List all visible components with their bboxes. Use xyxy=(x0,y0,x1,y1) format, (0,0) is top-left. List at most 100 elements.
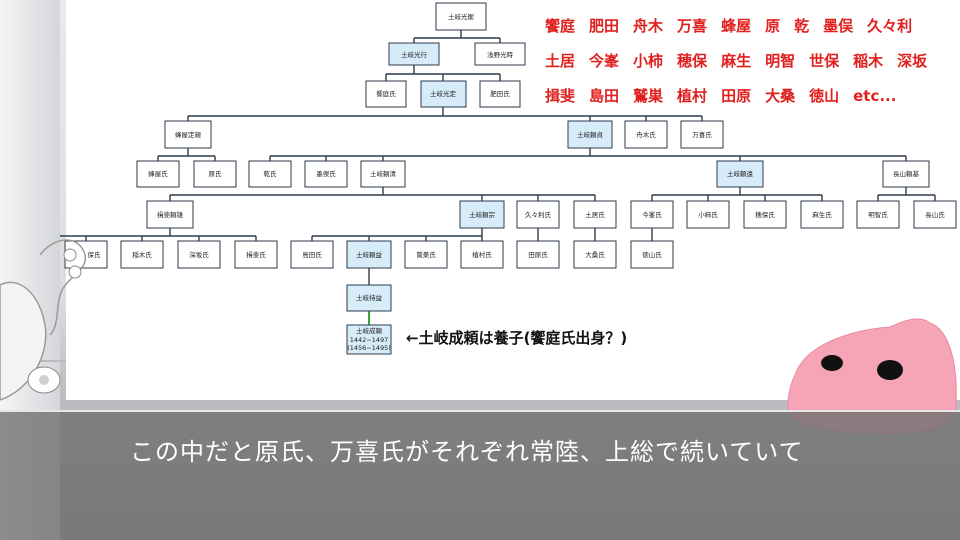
tree-node-label: 土岐頼遠 xyxy=(727,169,754,178)
clan-name: 原 xyxy=(765,17,781,35)
clan-name: 世保 xyxy=(809,52,840,70)
tree-node-label: 万喜氏 xyxy=(692,130,712,139)
tree-node: 土岐頼宗 xyxy=(459,200,505,229)
tree-node-label: 浅野光時 xyxy=(487,50,514,59)
tree-node-label: 保氏 xyxy=(88,250,102,259)
tree-node-label: 乾氏 xyxy=(264,169,278,178)
clan-row: 饗庭 肥田 舟木 万喜 蜂屋 原 乾 墨俣 久々利 xyxy=(545,8,955,43)
tree-node-label: 土岐持益 xyxy=(356,293,383,302)
tree-node: 鷲巣氏 xyxy=(404,240,448,269)
tree-node: 舟木氏 xyxy=(624,120,668,149)
clan-name: 田原 xyxy=(721,87,752,105)
tree-node-label: 長山頼基 xyxy=(893,169,920,178)
tree-node: 乾氏 xyxy=(248,160,292,188)
tree-node-label: 揖斐氏 xyxy=(246,250,266,259)
clan-name: 大桑 xyxy=(765,87,796,105)
tree-node: 蜂屋氏 xyxy=(136,160,180,188)
tree-node-label: 土岐成頼 xyxy=(356,326,383,335)
family-tree-diagram: 土岐光衡 土岐光行 浅野光時 饗庭氏 土岐光定 肥田氏 蜂屋定親 xyxy=(60,2,957,355)
tree-node-label: 肥田氏 xyxy=(490,89,510,98)
tree-node-label: 舟木氏 xyxy=(636,130,656,139)
tree-node-label: 墨俣氏 xyxy=(316,169,336,178)
tree-node-label: 今峯氏 xyxy=(642,210,662,219)
tree-node: 饗庭氏 xyxy=(365,80,407,108)
tree-node-label: 久々利氏 xyxy=(525,210,552,219)
clan-name: 肥田 xyxy=(589,17,620,35)
clan-name: 鷲巣 xyxy=(633,87,664,105)
tree-node: 肥田氏 xyxy=(479,80,521,108)
pink-blob-character xyxy=(787,318,957,434)
tree-node: 長山頼基 xyxy=(882,160,930,188)
tree-node-label: 麻生氏 xyxy=(812,210,832,219)
clan-name: etc... xyxy=(853,86,897,105)
tree-node-label: 土岐光行 xyxy=(401,50,428,59)
tree-nodes: 土岐光衡 土岐光行 浅野光時 饗庭氏 土岐光定 肥田氏 蜂屋定親 xyxy=(64,2,957,355)
tree-node: 明智氏 xyxy=(856,200,900,229)
tree-node-label: 稲木氏 xyxy=(132,250,152,259)
tree-node-label: 植村氏 xyxy=(472,250,492,259)
clan-name: 舟木 xyxy=(633,17,664,35)
tree-node: 土岐頼貞 xyxy=(567,120,613,149)
tree-node-label: 土岐光衡 xyxy=(448,12,475,21)
tree-node-label: 土岐頼宗 xyxy=(469,210,496,219)
tree-node-label: 土岐頼清 xyxy=(370,169,397,178)
tree-node-label: 島田氏 xyxy=(302,250,322,259)
tree-node: 麻生氏 xyxy=(800,200,844,229)
clan-name: 揖斐 xyxy=(545,87,576,105)
clan-name: 深坂 xyxy=(897,52,928,70)
tree-node-label: 蜂屋氏 xyxy=(148,169,168,178)
clan-name: 穂保 xyxy=(677,52,708,70)
tree-node: 土岐持益 xyxy=(346,284,392,312)
tree-node: 万喜氏 xyxy=(680,120,724,149)
tree-node-label: 田原氏 xyxy=(528,250,548,259)
clan-name: 稲木 xyxy=(853,52,884,70)
clan-name: 饗庭 xyxy=(545,17,576,35)
tree-node: 墨俣氏 xyxy=(304,160,348,188)
tree-node: 土岐光衡 xyxy=(435,2,487,31)
tree-node: 揖斐頼雄 xyxy=(146,200,194,229)
tree-node-label: 土岐頼貞 xyxy=(577,130,604,139)
tree-node-label: 揖斐頼雄 xyxy=(157,210,184,219)
tree-node-years: 1442~1497 xyxy=(350,336,389,344)
tree-node-label: 饗庭氏 xyxy=(376,89,396,98)
tree-node: 土居氏 xyxy=(573,200,617,229)
tree-node-label: 長山氏 xyxy=(925,210,945,219)
clan-name: 小柿 xyxy=(633,52,664,70)
tree-node: 久々利氏 xyxy=(516,200,560,229)
tree-node-label: 鷲巣氏 xyxy=(416,250,436,259)
tree-node: 植村氏 xyxy=(460,240,504,269)
clan-name: 島田 xyxy=(589,87,620,105)
clan-name: 土居 xyxy=(545,52,576,70)
clan-name: 徳山 xyxy=(809,87,840,105)
tree-node-label: 深坂氏 xyxy=(189,250,209,259)
tree-node: 蜂屋定親 xyxy=(164,120,212,149)
tree-node: 穂保氏 xyxy=(743,200,787,229)
clan-name: 明智 xyxy=(765,52,796,70)
tree-node: 土岐頼清 xyxy=(360,160,406,188)
tree-node: 土岐光行 xyxy=(388,42,440,66)
tree-node: 長山氏 xyxy=(913,200,957,229)
dialogue-text: この中だと原氏、万喜氏がそれぞれ常陸、上総で続いていて xyxy=(130,438,804,466)
tree-node: 深坂氏 xyxy=(177,240,221,269)
tree-node: 稲木氏 xyxy=(120,240,164,269)
tree-node-label: 土岐光定 xyxy=(430,89,457,98)
clan-name: 万喜 xyxy=(677,17,708,35)
tree-node-label: 明智氏 xyxy=(868,210,888,219)
clan-name: 植村 xyxy=(677,87,708,105)
tree-node: 土岐頼益 xyxy=(346,240,392,269)
tree-node: 徳山氏 xyxy=(630,240,674,269)
clan-name: 乾 xyxy=(794,17,810,35)
tree-node: 島田氏 xyxy=(290,240,334,269)
tree-node-label: 土居氏 xyxy=(585,210,605,219)
tree-node-label: 蜂屋定親 xyxy=(175,130,202,139)
character-left-illustration xyxy=(0,239,86,401)
tree-node: 今峯氏 xyxy=(630,200,674,229)
tree-node-label: 土岐頼益 xyxy=(356,250,383,259)
message-window[interactable]: この中だと原氏、万喜氏がそれぞれ常陸、上総で続いていて xyxy=(0,410,960,540)
family-tree-board xyxy=(66,0,960,400)
tree-node-label: 穂保氏 xyxy=(755,210,775,219)
clan-name: 今峯 xyxy=(589,52,620,70)
tree-node: 土岐光定 xyxy=(420,80,467,108)
tree-node: 原氏 xyxy=(193,160,237,188)
clan-name: 久々利 xyxy=(867,17,913,35)
